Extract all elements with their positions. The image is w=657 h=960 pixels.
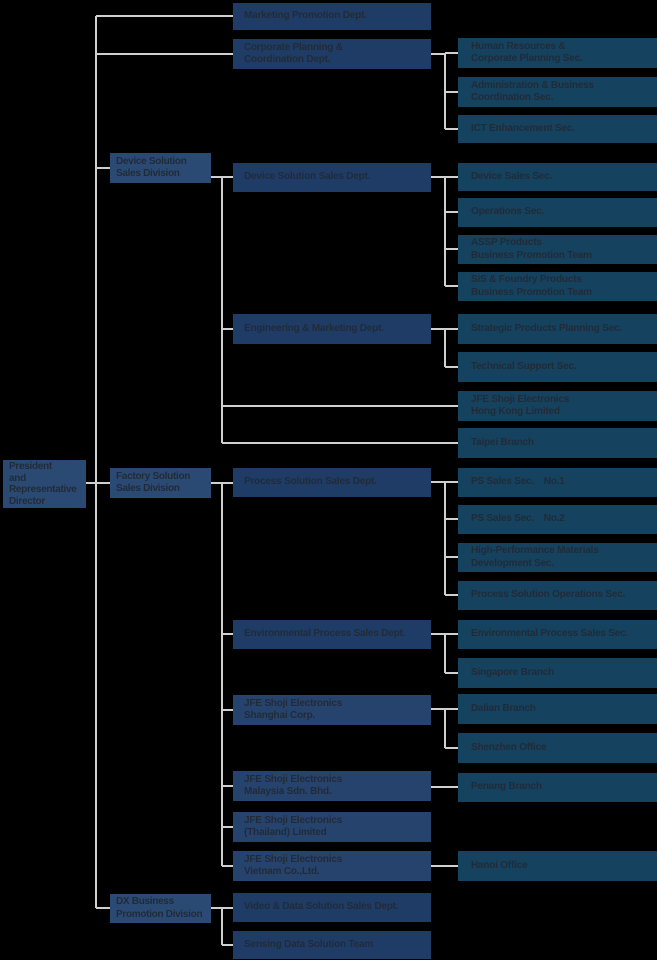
sec-device-sales: Device Sales Sec. [458,163,657,191]
sec-process-solution-operations: Process Solution Operations Sec. [458,581,657,610]
dept-device-solution-sales: Device Solution Sales Dept. [233,163,431,192]
subsidiary-thailand: JFE Shoji Electronics (Thailand) Limited [233,812,431,842]
dept-environmental-process-sales: Environmental Process Sales Dept. [233,620,431,649]
sec-high-performance-materials: High-Performance Materials Development S… [458,543,657,572]
dept-engineering-marketing: Engineering & Marketing Dept. [233,314,431,344]
subsidiary-vietnam: JFE Shoji Electronics Vietnam Co.,Ltd. [233,851,431,881]
sec-ps-sales-no1: PS Sales Sec. No.1 [458,468,657,497]
sec-ps-sales-no2: PS Sales Sec. No.2 [458,505,657,534]
team-assp-products: ASSP Products Business Promotion Team [458,235,657,264]
president-box: President and Representative Director [3,460,86,508]
office-shenzhen: Shenzhen Office [458,733,657,763]
branch-singapore: Singapore Branch [458,658,657,688]
branch-penang: Penang Branch [458,773,657,802]
dept-process-solution-sales: Process Solution Sales Dept. [233,468,431,497]
division-factory-solution-sales: Factory Solution Sales Division [110,468,211,498]
sec-ict-enhancement: ICT Enhancement Sec. [458,115,657,143]
sec-technical-support: Technical Support Sec. [458,352,657,382]
sec-environmental-process-sales: Environmental Process Sales Sec. [458,620,657,649]
team-sensing-data-solution: Sensing Data Solution Team [233,931,431,959]
sec-operations: Operations Sec. [458,198,657,227]
branch-dalian: Dalian Branch [458,694,657,724]
office-hanoi: Hanoi Office [458,851,657,881]
sec-human-resources-corporate-planning: Human Resources & Corporate Planning Sec… [458,38,657,68]
division-dx-business-promotion: DX Business Promotion Division [110,894,211,923]
dept-corporate-planning-coordination: Corporate Planning & Coordination Dept. [233,39,431,69]
sec-strategic-products-planning: Strategic Products Planning Sec. [458,314,657,344]
subsidiary-hong-kong: JFE Shoji Electronics Hong Kong Limited [458,391,657,421]
sec-administration-business-coordination: Administration & Business Coordination S… [458,77,657,107]
team-sis-foundry-products: SiS & Foundry Products Business Promotio… [458,272,657,301]
dept-marketing-promotion: Marketing Promotion Dept. [233,3,431,30]
branch-taipei: Taipei Branch [458,428,657,458]
division-device-solution-sales: Device Solution Sales Division [110,153,211,183]
dept-video-data-solution-sales: Video & Data Solution Sales Dept. [233,893,431,922]
subsidiary-malaysia: JFE Shoji Electronics Malaysia Sdn. Bhd. [233,771,431,801]
subsidiary-shanghai: JFE Shoji Electronics Shanghai Corp. [233,695,431,725]
